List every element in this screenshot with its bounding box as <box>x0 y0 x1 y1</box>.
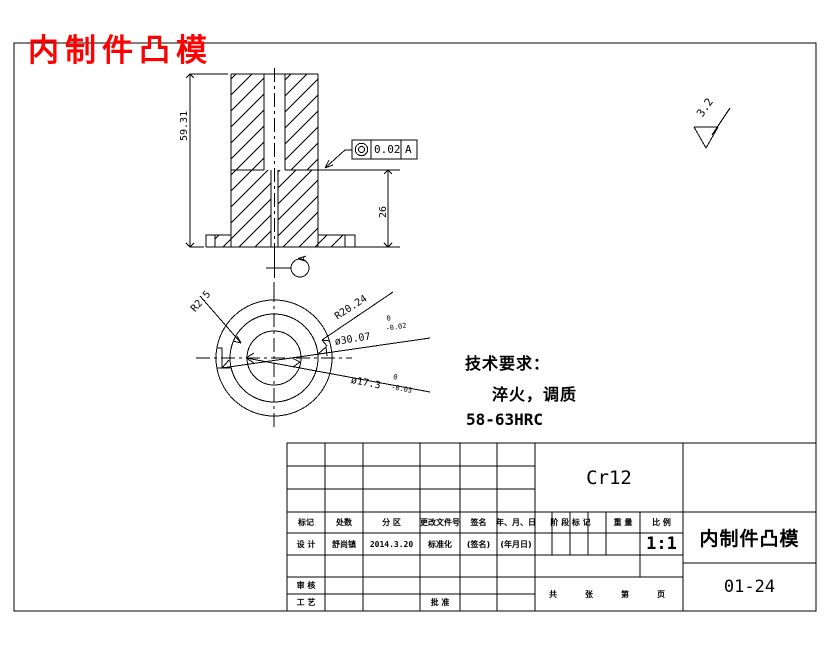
tech-req-line-1: 淬火，调质 <box>492 385 578 404</box>
tb-standardization-sign: (签名) <box>466 539 491 549</box>
tb-rev-header-3: 更改文件号 <box>420 518 460 527</box>
dim-height-59 <box>185 73 228 248</box>
gdt-datum-ref: A <box>405 143 412 156</box>
dim-height-label: 59.31 <box>179 110 190 141</box>
tb-approve-label: 批 准 <box>430 598 450 607</box>
gdt-tolerance-value: 0.02 <box>374 143 401 156</box>
tb-rev-header-1: 处数 <box>336 518 352 527</box>
tb-review-role: 审 核 <box>296 581 316 590</box>
page-title: 内制件凸模 <box>28 33 213 69</box>
tb-part-number: 01-24 <box>723 577 776 597</box>
title-block <box>286 442 817 612</box>
section-hatch <box>215 74 345 247</box>
tb-rev-header-5: 年、月、日 <box>496 518 536 527</box>
tb-scale-value: 1:1 <box>646 534 677 554</box>
front-view-leaders <box>199 291 431 393</box>
tb-rev-header-0: 标记 <box>298 518 314 527</box>
surface-finish-symbol <box>693 107 731 150</box>
tb-rev-header-4: 签名 <box>470 518 487 527</box>
tb-process-role: 工 艺 <box>296 598 316 607</box>
dim-flange-26 <box>383 169 393 248</box>
gdt-leader <box>324 149 352 169</box>
datum-a-label: A <box>296 255 309 262</box>
tb-sheet-total-label: 共 <box>549 589 557 599</box>
tb-rev-header-2: 分 区 <box>382 518 401 527</box>
gdt-frame <box>351 139 418 160</box>
tb-standardization-label: 标准化 <box>428 539 452 549</box>
tb-stage-header: 阶 段 标 记 <box>550 518 591 527</box>
tb-standardization-date: (年月日) <box>500 539 532 549</box>
tb-design-date: 2014.3.20 <box>369 539 414 549</box>
tb-sheet-index-unit: 页 <box>657 589 665 599</box>
tb-weight-header: 重 量 <box>613 518 633 527</box>
dim-flange-label: 26 <box>378 205 389 218</box>
front-centerlines <box>196 288 352 430</box>
tb-sheet-total-unit: 张 <box>585 589 593 599</box>
datum-a-symbol <box>266 247 310 278</box>
tb-material: Cr12 <box>586 466 632 489</box>
tech-req-heading: 技术要求： <box>465 354 551 373</box>
tb-design-role: 设 计 <box>296 539 316 549</box>
tb-sheet-index-label: 第 <box>621 589 629 599</box>
tech-req-line-2: 58-63HRC <box>466 410 544 429</box>
tb-scale-header: 比 例 <box>652 518 671 527</box>
front-view <box>196 282 352 430</box>
section-view <box>205 73 356 248</box>
tb-designer-name: 舒尚镇 <box>332 539 356 549</box>
tb-part-name: 内制件凸模 <box>699 528 800 550</box>
